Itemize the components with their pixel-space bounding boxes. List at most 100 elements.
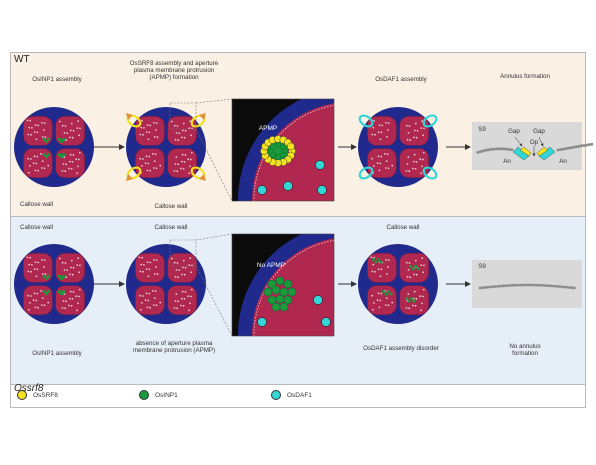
vesicle-dot: [182, 266, 184, 269]
vesicle-dot: [180, 160, 183, 163]
vesicle-dot: [32, 162, 35, 165]
vesicle-dot: [35, 162, 38, 165]
mutant-step3-caption: OsDAF1 assembly disorder: [363, 345, 439, 352]
vesicle-dot: [70, 167, 73, 170]
vesicle-dot: [37, 261, 40, 264]
osinp1-particle: [283, 295, 293, 305]
vesicle-dot: [406, 163, 409, 165]
exine-dot: [496, 284, 500, 288]
vesicle-dot: [422, 288, 425, 291]
exine-dot: [577, 144, 581, 148]
vesicle-dot: [155, 167, 158, 170]
vesicle-dot: [409, 139, 412, 142]
vesicle-dot: [184, 266, 187, 269]
vesicle-dot: [415, 273, 418, 276]
vesicle-dot: [156, 136, 159, 139]
wt-inset-apmp: [232, 99, 334, 201]
vesicle-dot: [47, 301, 50, 304]
vesicle-dot: [44, 273, 47, 276]
vesicle-dot: [153, 297, 156, 299]
vesicle-dot: [41, 258, 43, 261]
osinp1-particle: [279, 302, 289, 312]
vesicle-dot: [140, 308, 142, 311]
vesicle-dot: [174, 300, 177, 302]
osinp1-dot: [62, 153, 66, 157]
vesicle-dot: [190, 134, 193, 137]
vesicle-dot: [147, 162, 150, 165]
vesicle-dot: [70, 266, 72, 269]
vesicle-dot: [176, 307, 179, 310]
vesicle-dot: [152, 153, 154, 155]
vesicle-dot: [78, 158, 80, 161]
osinp1-dot: [44, 139, 49, 143]
vesicle-dot: [153, 160, 156, 163]
vesicle-dot: [140, 126, 143, 129]
vesicle-dot: [33, 268, 36, 270]
vesicle-dot: [421, 120, 424, 123]
vesicle-dot: [147, 299, 150, 302]
vesicle-dot: [143, 264, 145, 266]
vesicle-dot: [378, 306, 381, 309]
vesicle-dot: [26, 119, 29, 122]
vesicle-dot: [178, 269, 181, 272]
vesicle-dot: [35, 275, 38, 278]
vesicle-dot: [77, 165, 79, 168]
vesicle-dot: [422, 271, 424, 274]
vesicle-dot: [414, 304, 417, 307]
exine-dot: [532, 283, 535, 287]
vesicle-dot: [187, 295, 190, 298]
exine-dot: [570, 286, 574, 290]
vesicle-dot: [177, 139, 180, 142]
vesicle-dot: [27, 294, 29, 297]
vesicle-dot: [42, 266, 45, 268]
vesicle-dot: [413, 136, 415, 139]
vesicle-dot: [173, 261, 176, 264]
vesicle-dot: [29, 165, 31, 167]
exine-dot: [491, 285, 495, 289]
legend-swatch-ossrf8: [17, 390, 27, 400]
an-right-label: An: [559, 158, 567, 165]
vesicle-dot: [155, 304, 158, 307]
vesicle-dot: [27, 157, 29, 160]
microspore-cell: [135, 148, 165, 178]
vesicle-dot: [78, 271, 80, 274]
exine-dot: [555, 284, 558, 288]
vesicle-dot: [35, 138, 38, 141]
vesicle-dot: [28, 263, 31, 266]
vesicle-dot: [70, 122, 73, 125]
wt-callose-label-2: Callose wall: [154, 203, 188, 210]
vesicle-dot: [66, 132, 69, 135]
vesicle-dot: [37, 169, 39, 172]
legend-swatch-osinp1: [139, 390, 149, 400]
mutant-step2-caption: absence of aperture plasma membrane prot…: [132, 340, 216, 355]
osinp1-dot: [47, 153, 51, 157]
vesicle-dot: [421, 257, 424, 260]
vesicle-dot: [182, 304, 185, 307]
osinp1-particle: [270, 143, 276, 150]
osinp1-dot: [44, 155, 49, 159]
vesicle-dot: [372, 308, 374, 311]
vesicle-dot: [419, 158, 422, 161]
vesicle-dot: [62, 300, 65, 302]
legend-item-ossrf8: OsSRF8: [17, 390, 58, 400]
vesicle-dot: [40, 167, 43, 169]
vesicle-dot: [189, 302, 191, 305]
vesicle-dot: [171, 120, 173, 123]
exine-dot: [511, 283, 515, 287]
mutant-tetrad-2: [126, 244, 206, 324]
vesicle-dot: [34, 261, 37, 264]
exine-dot: [539, 283, 543, 287]
vesicle-dot: [68, 304, 70, 307]
aperture-ring: [422, 114, 438, 128]
vesicle-dot: [177, 276, 180, 278]
vesicle-dot: [386, 266, 389, 268]
osinp1-dot: [411, 267, 415, 271]
zoom-lines-wt: [169, 98, 233, 202]
vesicle-dot: [182, 129, 184, 132]
vesicle-dot: [173, 170, 176, 172]
osinp1-particle: [275, 276, 285, 286]
vesicle-dot: [36, 155, 39, 158]
apmp-protrusion: [126, 174, 133, 181]
exine-dot: [493, 285, 497, 288]
